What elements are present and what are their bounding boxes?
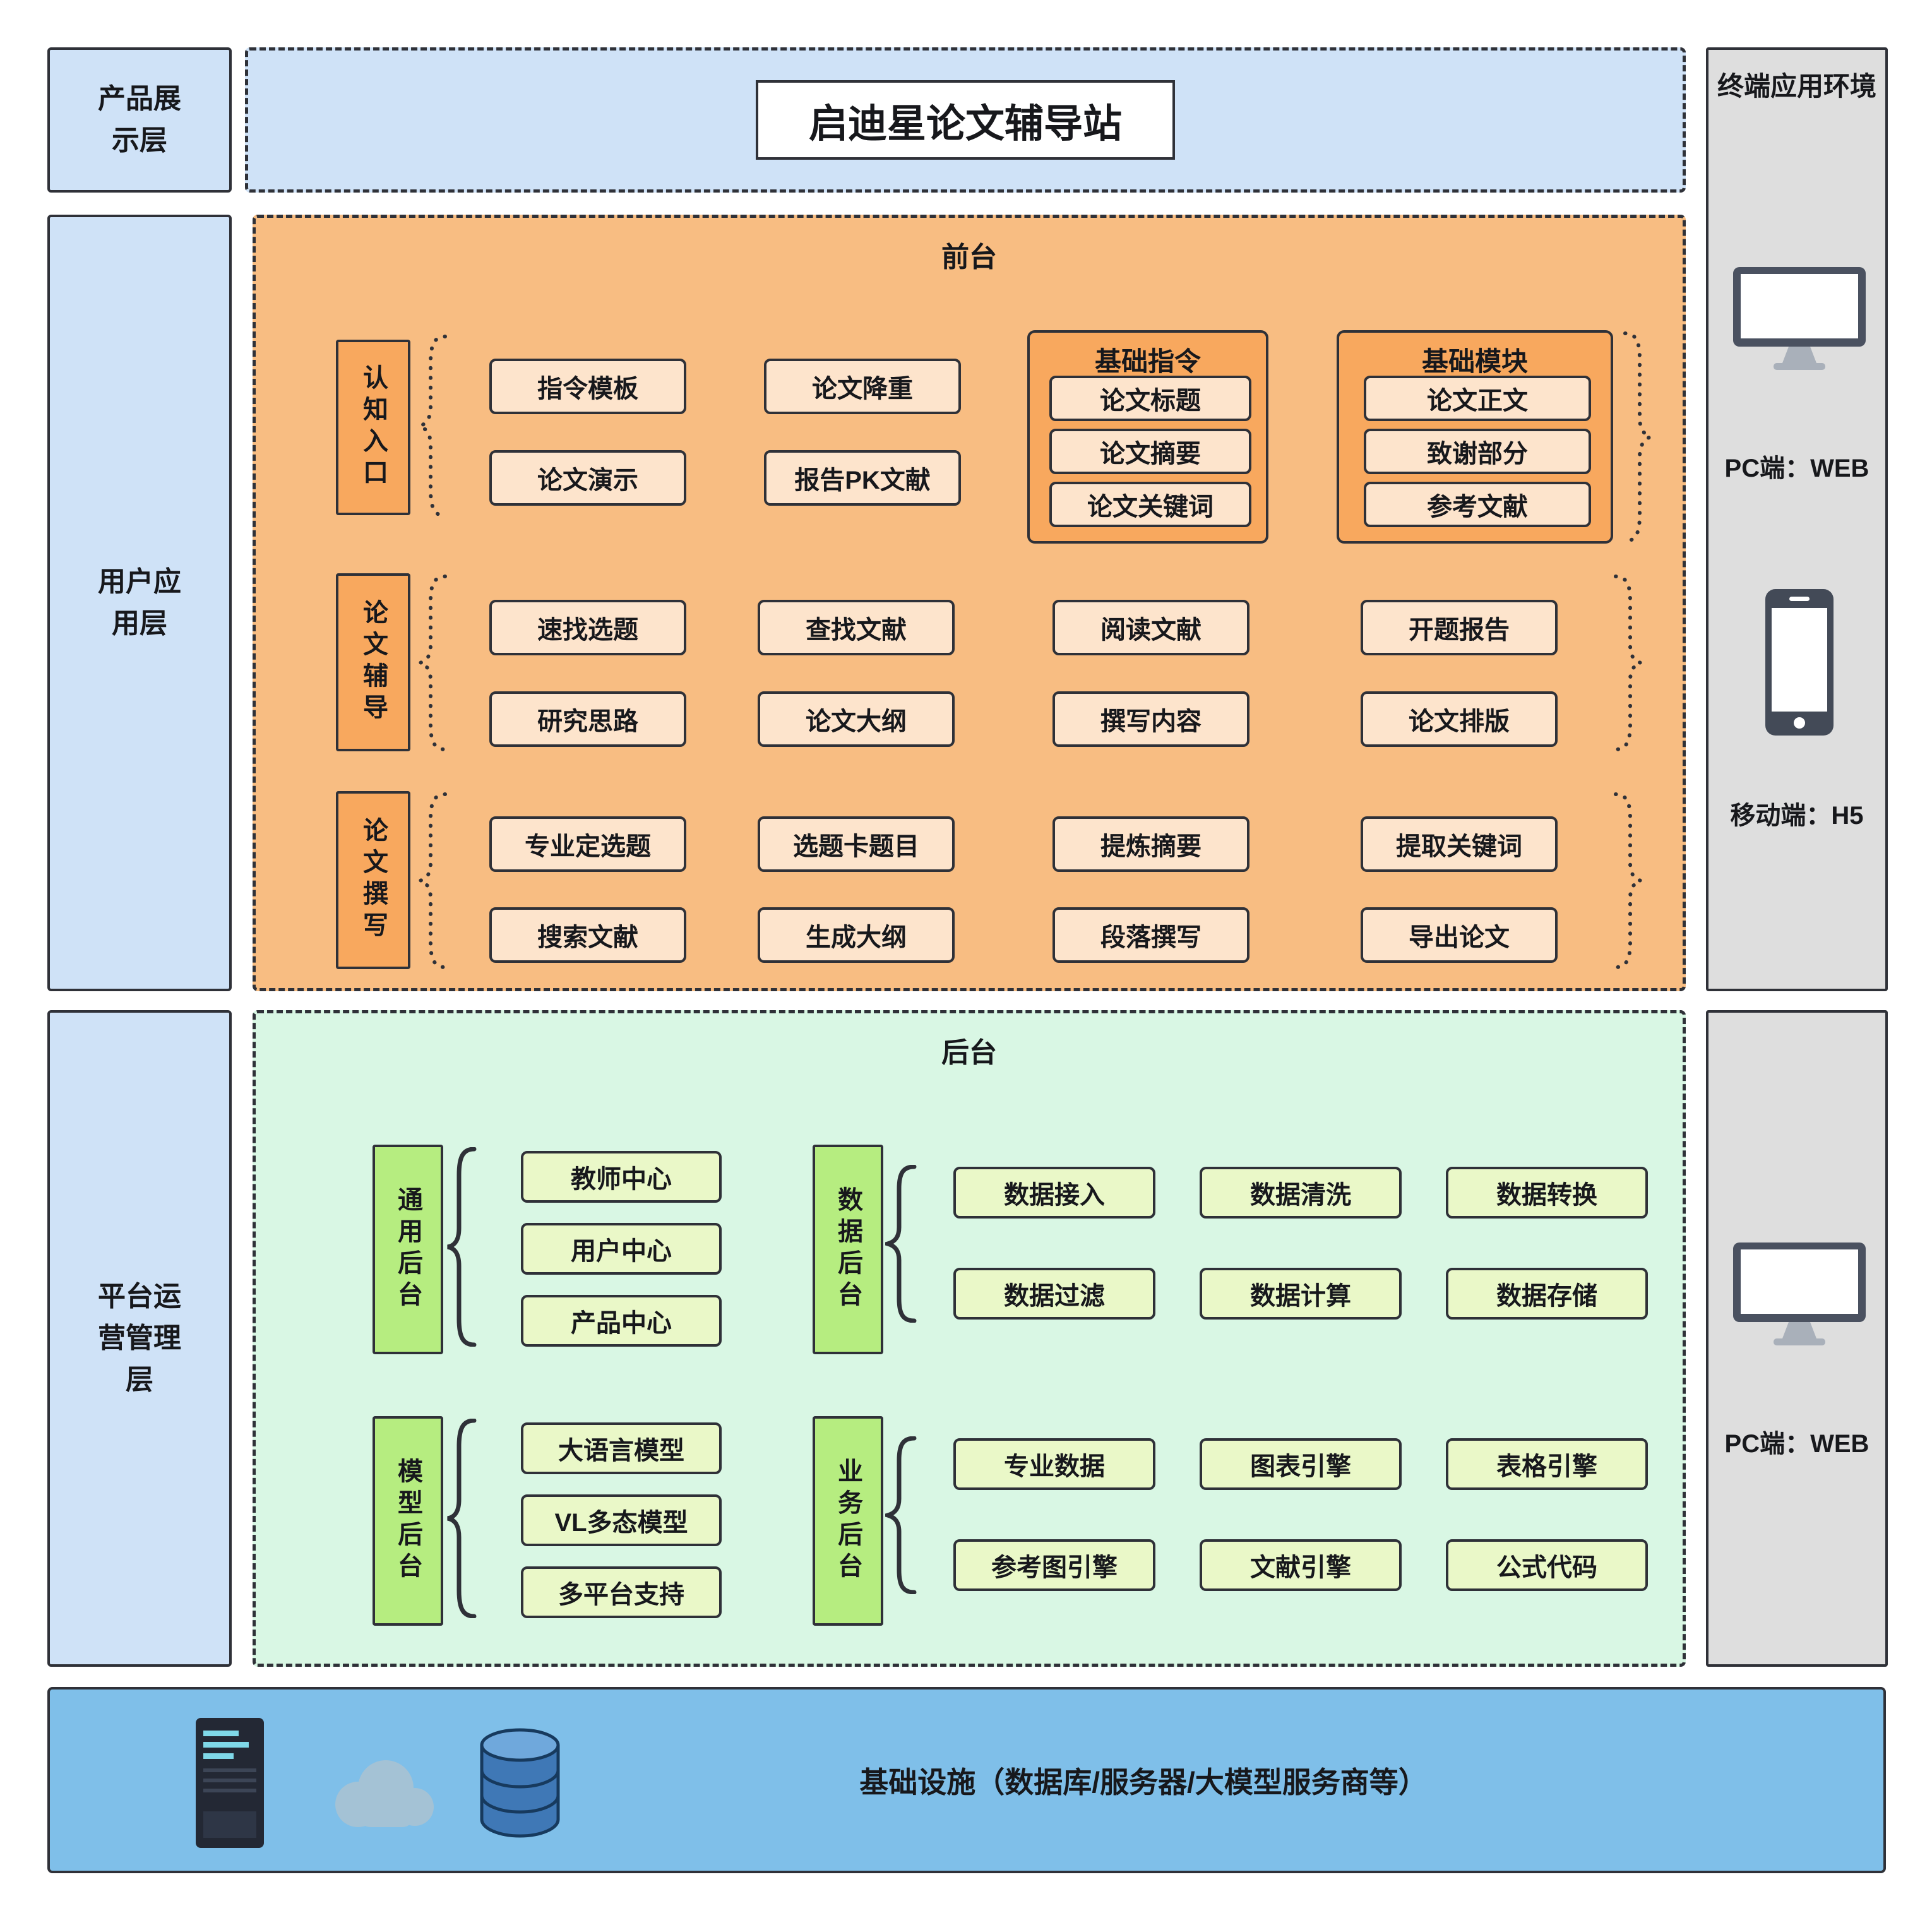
frontend-node: 论文大纲: [758, 691, 955, 747]
dotted-brace-right-icon: [1614, 792, 1643, 969]
solid-brace-icon: [447, 1147, 477, 1347]
frontend-node: 选题卡题目: [758, 816, 955, 872]
frontend-node: 参考文献: [1364, 482, 1591, 527]
backend-node: 多平台支持: [521, 1566, 722, 1618]
basic-instructions-group: 基础指令 论文标题 论文摘要 论文关键词: [1027, 330, 1268, 544]
backend-node: 数据清洗: [1200, 1167, 1402, 1219]
frontend-node: 导出论文: [1361, 907, 1558, 963]
terminal-environment-title: 终端应用环境: [1717, 71, 1876, 101]
backend-node: 专业数据: [953, 1438, 1155, 1490]
frontend-node: 生成大纲: [758, 907, 955, 963]
pc-monitor-icon: [1733, 1243, 1866, 1345]
layer-product-display: 产品展示层: [47, 47, 232, 193]
terminal-environment-panel: 终端应用环境 PC端：WEB 移动端：H5: [1706, 47, 1888, 991]
server-icon: [196, 1718, 264, 1848]
frontend-node: 提取关键词: [1361, 816, 1558, 872]
frontend-node: 论文正文: [1364, 376, 1591, 421]
layer-product-display-label: 产品展示层: [98, 83, 181, 156]
backend-title: 后台: [941, 1037, 997, 1068]
frontend-node: 开题报告: [1361, 600, 1558, 655]
general-backend-label: 通用后台: [373, 1145, 443, 1354]
frontend-title: 前台: [941, 242, 997, 273]
backend-node: 用户中心: [521, 1223, 722, 1275]
backend-node: 表格引擎: [1446, 1438, 1648, 1490]
frontend-node: 撰写内容: [1052, 691, 1249, 747]
dotted-brace-left-icon: [417, 575, 447, 751]
frontend-node: 报告PK文献: [764, 450, 961, 506]
database-icon: [480, 1728, 560, 1838]
frontend-node: 论文摘要: [1049, 429, 1251, 474]
smartphone-icon: [1765, 589, 1834, 736]
backend-node: 数据存储: [1446, 1268, 1648, 1320]
frontend-node: 研究思路: [489, 691, 686, 747]
backend-node: 参考图引擎: [953, 1539, 1155, 1591]
pc-monitor-icon: [1733, 267, 1866, 370]
frontend-node: 论文演示: [489, 450, 686, 506]
frontend-node: 论文排版: [1361, 691, 1558, 747]
product-title: 启迪星论文辅导站: [755, 80, 1176, 160]
backend-node: 文献引擎: [1200, 1539, 1402, 1591]
layer-user-application-label: 用户应用层: [98, 566, 181, 639]
pc-web-label: PC端：WEB: [1724, 1430, 1869, 1458]
backend-node: 数据过滤: [953, 1268, 1155, 1320]
cloud-icon: [335, 1760, 434, 1827]
backend-node: 产品中心: [521, 1295, 722, 1347]
dotted-brace-right-icon: [1623, 331, 1653, 543]
dotted-brace-right-icon: [1614, 575, 1643, 751]
backend-node: 数据接入: [953, 1167, 1155, 1219]
frontend-node: 论文标题: [1049, 376, 1251, 421]
frontend-node: 专业定选题: [489, 816, 686, 872]
paper-writing-label: 论文撰写: [336, 791, 410, 969]
solid-brace-icon: [885, 1436, 917, 1594]
backend-panel: 后台 通用后台 教师中心 用户中心 产品中心 数据后台 数据接入 数据清洗 数据…: [253, 1010, 1686, 1667]
frontend-node: 指令模板: [489, 359, 686, 414]
paper-tutoring-label: 论文辅导: [336, 573, 410, 751]
layer-platform-operation-label: 平台运营管理层: [98, 1281, 181, 1395]
basic-modules-title: 基础模块: [1421, 347, 1528, 376]
frontend-node: 提炼摘要: [1052, 816, 1249, 872]
solid-brace-icon: [885, 1165, 917, 1323]
backend-node: 数据转换: [1446, 1167, 1648, 1219]
dotted-brace-left-icon: [417, 335, 447, 518]
terminal-pc-panel: PC端：WEB: [1706, 1010, 1888, 1667]
layer-user-application: 用户应用层: [47, 215, 232, 991]
dotted-brace-left-icon: [417, 792, 447, 969]
frontend-node: 阅读文献: [1052, 600, 1249, 655]
backend-node: 图表引擎: [1200, 1438, 1402, 1490]
frontend-node: 段落撰写: [1052, 907, 1249, 963]
cognition-entry-label: 认知入口: [336, 340, 410, 515]
frontend-node: 速找选题: [489, 600, 686, 655]
frontend-node: 查找文献: [758, 600, 955, 655]
model-backend-label: 模型后台: [373, 1416, 443, 1626]
backend-node: 教师中心: [521, 1151, 722, 1203]
layer-platform-operation: 平台运营管理层: [47, 1010, 232, 1667]
basic-instructions-title: 基础指令: [1094, 347, 1201, 376]
basic-modules-group: 基础模块 论文正文 致谢部分 参考文献: [1337, 330, 1613, 544]
backend-node: 公式代码: [1446, 1539, 1648, 1591]
product-display-band: 启迪星论文辅导站: [245, 47, 1686, 193]
solid-brace-icon: [447, 1419, 477, 1618]
frontend-panel: 前台 认知入口 指令模板 论文演示 论文降重 报告PK文献 基础指令 论文标题 …: [253, 215, 1686, 991]
backend-node: VL多态模型: [521, 1494, 722, 1546]
backend-node: 数据计算: [1200, 1268, 1402, 1320]
frontend-node: 搜索文献: [489, 907, 686, 963]
business-backend-label: 业务后台: [813, 1416, 883, 1626]
frontend-node: 致谢部分: [1364, 429, 1591, 474]
backend-node: 大语言模型: [521, 1422, 722, 1474]
infrastructure-label: 基础设施（数据库/服务器/大模型服务商等）: [859, 1765, 1428, 1799]
frontend-node: 论文关键词: [1049, 482, 1251, 527]
frontend-node: 论文降重: [764, 359, 961, 414]
pc-web-label: PC端：WEB: [1724, 455, 1869, 482]
mobile-h5-label: 移动端：H5: [1730, 802, 1864, 830]
data-backend-label: 数据后台: [813, 1145, 883, 1354]
infrastructure-bar: 基础设施（数据库/服务器/大模型服务商等）: [47, 1687, 1886, 1873]
